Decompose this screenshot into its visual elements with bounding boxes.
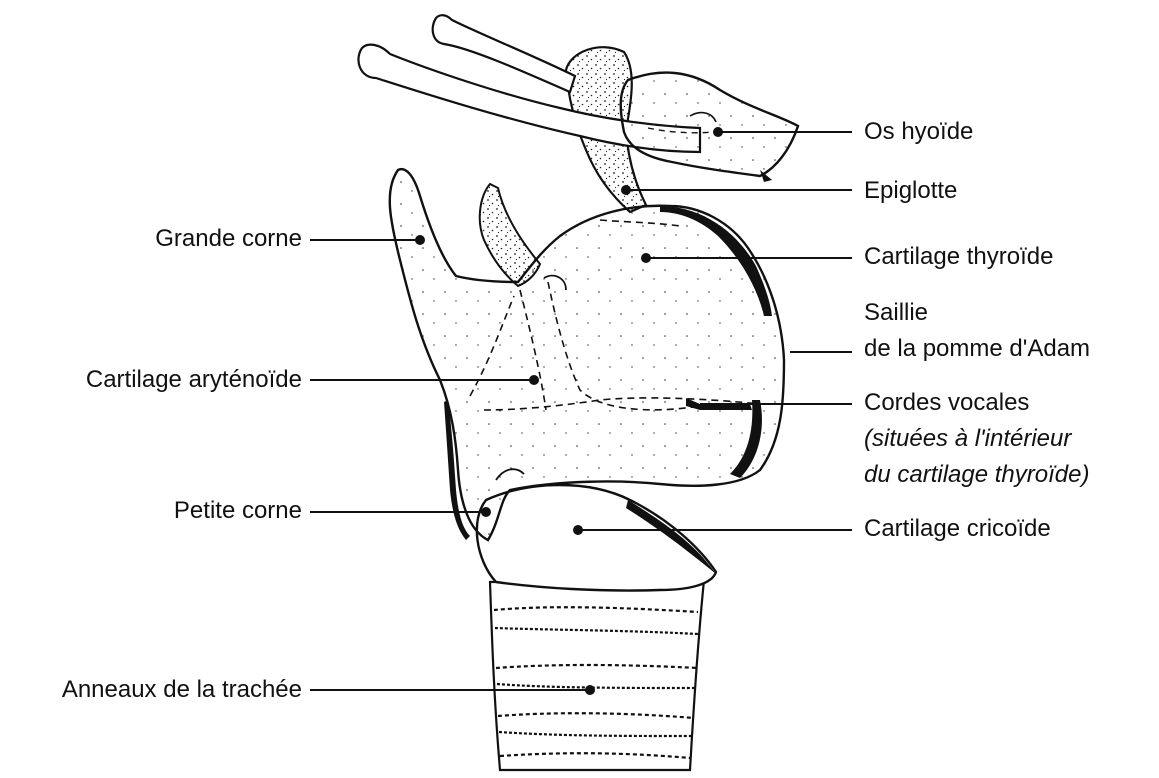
thyroid-cartilage-shape xyxy=(390,169,784,540)
label-saillie-line2: de la pomme d'Adam xyxy=(864,334,1090,364)
label-petite-corne: Petite corne xyxy=(174,496,302,526)
label-cartilage-arytenoide: Cartilage aryténoïde xyxy=(86,365,302,395)
label-cordes-note-line1: (situées à l'intérieur xyxy=(864,424,1071,454)
label-saillie-line1: Saillie xyxy=(864,298,928,328)
label-cordes-vocales: Cordes vocales xyxy=(864,388,1029,418)
label-cartilage-thyroide: Cartilage thyroïde xyxy=(864,242,1053,272)
label-cartilage-cricoide: Cartilage cricoïde xyxy=(864,514,1051,544)
hyoid-body xyxy=(621,73,798,176)
label-os-hyoide: Os hyoïde xyxy=(864,117,973,147)
label-anneaux-trachee: Anneaux de la trachée xyxy=(62,675,302,705)
label-epiglotte: Epiglotte xyxy=(864,176,957,206)
arytenoid-cartilage-shape xyxy=(480,184,540,286)
label-cordes-note-line2: du cartilage thyroïde) xyxy=(864,460,1089,490)
label-grande-corne: Grande corne xyxy=(155,224,302,254)
